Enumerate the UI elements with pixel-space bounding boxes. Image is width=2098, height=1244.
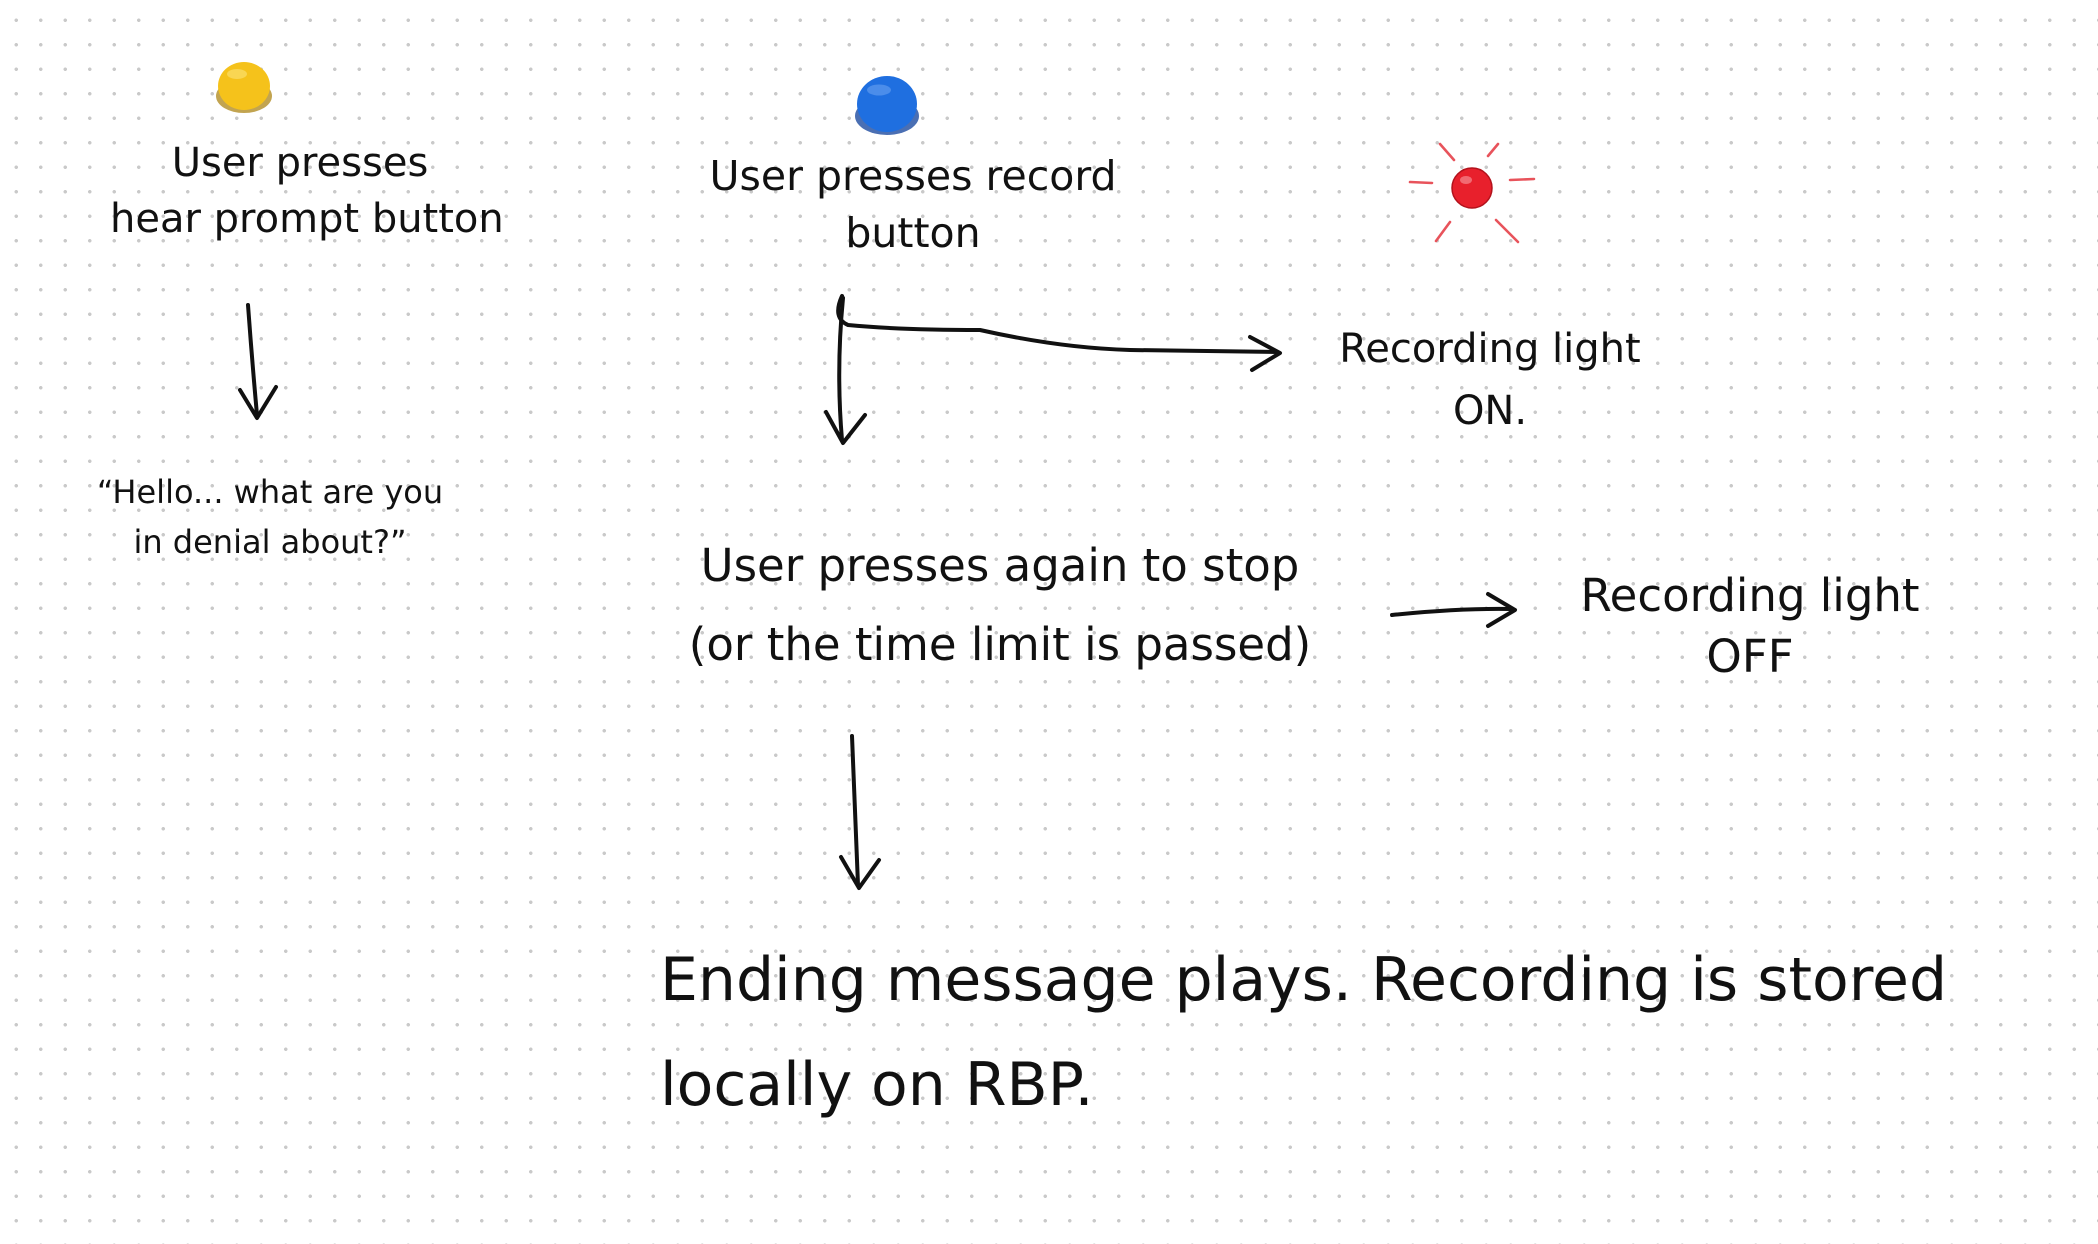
note-ending: Ending message plays. Recording is store…	[660, 945, 1948, 1120]
arrow-stop-to-light-off	[1390, 592, 1517, 628]
note-record: User presses record button	[709, 152, 1117, 258]
yellow-button-cap	[218, 62, 270, 110]
note-stop: User presses again to stop (or the time …	[688, 539, 1312, 671]
blue-button-icon	[855, 76, 919, 135]
note-hear-prompt: User presses hear prompt button	[110, 140, 504, 242]
arrow-hear-prompt-to-audio	[238, 303, 278, 420]
red-light-icon	[1408, 142, 1536, 244]
arrow-record-to-stop	[824, 296, 867, 445]
yellow-button-icon	[216, 62, 272, 113]
arrow-stop-to-ending	[839, 734, 881, 890]
arrow-record-to-light-on	[836, 294, 1282, 372]
note-prompt-audio: “Hello... what are you in denial about?”	[96, 473, 444, 561]
note-light-off: Recording light OFF	[1580, 569, 1920, 683]
note-light-on: Recording light ON.	[1339, 326, 1641, 434]
blue-button-cap	[857, 76, 917, 132]
